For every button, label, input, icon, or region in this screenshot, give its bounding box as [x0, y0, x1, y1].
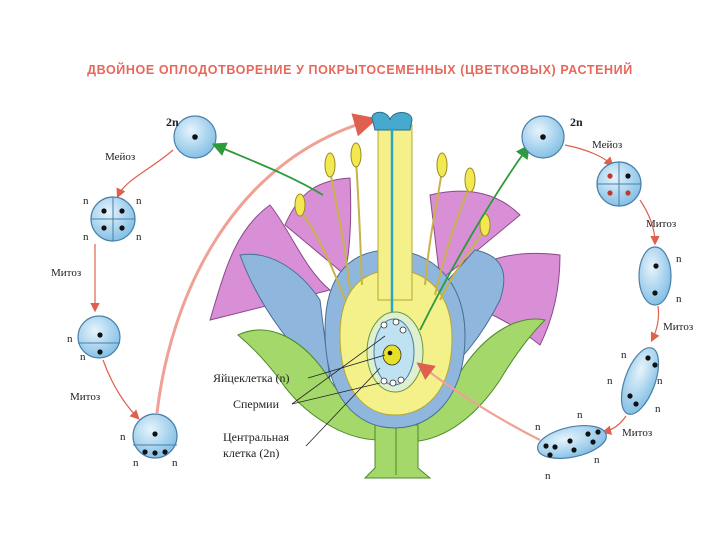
egg-cell [382, 344, 402, 366]
style [377, 124, 413, 301]
right-embryo-sac-cell [537, 425, 607, 459]
stamens [299, 159, 486, 301]
left-microspore-n-1: n [67, 333, 73, 345]
right-embryo-sac-n-2: n [535, 421, 541, 433]
left-label-mitosis-1: Митоз [51, 267, 81, 279]
right-four-nucleate-n-3: n [657, 375, 663, 387]
right-green-arrow [419, 144, 531, 331]
right-label-meiosis: Мейоз [592, 139, 622, 151]
anthers [294, 142, 491, 237]
right-mitosis-arrow-1 [639, 199, 660, 246]
right-label-mitosis-3: Митоз [622, 427, 652, 439]
right-mitosis-arrow-3 [601, 415, 627, 435]
left-label-2n: 2n [166, 115, 179, 129]
right-four-nucleate-n-2: n [607, 375, 613, 387]
left-microspore-cell [77, 315, 121, 359]
label-central-cell-line1: Центральная [223, 430, 289, 444]
left-tetrad-n-4: n [136, 231, 142, 243]
right-embryo-sac-n-3: n [545, 470, 551, 482]
left-mitosis-arrow-2 [102, 359, 140, 420]
pollination-arrow [155, 113, 378, 414]
embryo-sac-to-ovule-arrow [416, 362, 541, 441]
ovule [366, 311, 424, 393]
right-four-nucleate-n-4: n [655, 403, 661, 415]
left-diploid-cell [173, 115, 217, 159]
right-label-mitosis-1: Митоз [646, 218, 676, 230]
right-label-2n: 2n [570, 115, 583, 129]
left-meiosis-arrow [116, 149, 174, 199]
left-pollen-cell [132, 413, 178, 459]
left-tetrad-n-3: n [83, 231, 89, 243]
left-green-arrow [211, 142, 324, 196]
left-label-meiosis: Мейоз [105, 151, 135, 163]
right-four-nucleate-n-1: n [621, 349, 627, 361]
diagram-title: ДВОЙНОЕ ОПЛОДОТВОРЕНИЕ У ПОКРЫТОСЕМЕННЫХ… [87, 63, 633, 77]
label-sperm: Спермии [233, 397, 280, 411]
label-egg-cell: Яйцеклетка (n) [213, 371, 290, 385]
left-microspore-n-2: n [80, 351, 86, 363]
right-binucleate-n-2: n [676, 293, 682, 305]
right-binucleate-n-1: n [676, 253, 682, 265]
right-binucleate-cell [638, 246, 672, 306]
right-diploid-cell [521, 115, 565, 159]
right-label-mitosis-2: Митоз [663, 321, 693, 333]
left-pollen-n-3: n [172, 457, 178, 469]
right-meiosis-arrow [564, 144, 614, 167]
right-four-nucleate-cell [620, 347, 660, 415]
right-tetrad-cell [596, 161, 642, 207]
right-mitosis-arrow-2 [650, 305, 660, 343]
annotations: Яйцеклетка (n) Спермии Центральная клетк… [213, 335, 386, 460]
flower [209, 111, 561, 479]
left-tetrad-cell [90, 196, 136, 242]
left-tetrad-n-1: n [83, 195, 89, 207]
label-central-cell-line2: клетка (2n) [223, 446, 279, 460]
left-tetrad-n-2: n [136, 195, 142, 207]
right-cycle: 2n Мейоз Митоз n n Митоз [416, 115, 693, 482]
left-pollen-n-2: n [133, 457, 139, 469]
left-pollen-n-1: n [120, 431, 126, 443]
right-embryo-sac-n-4: n [594, 454, 600, 466]
stigma [371, 111, 413, 131]
upper-right-petal [429, 190, 521, 281]
stem [363, 424, 432, 479]
left-label-mitosis-2: Митоз [70, 391, 100, 403]
left-cycle: 2n Мейоз n n n n Митоз n n [51, 113, 378, 469]
right-embryo-sac-n-1: n [577, 409, 583, 421]
